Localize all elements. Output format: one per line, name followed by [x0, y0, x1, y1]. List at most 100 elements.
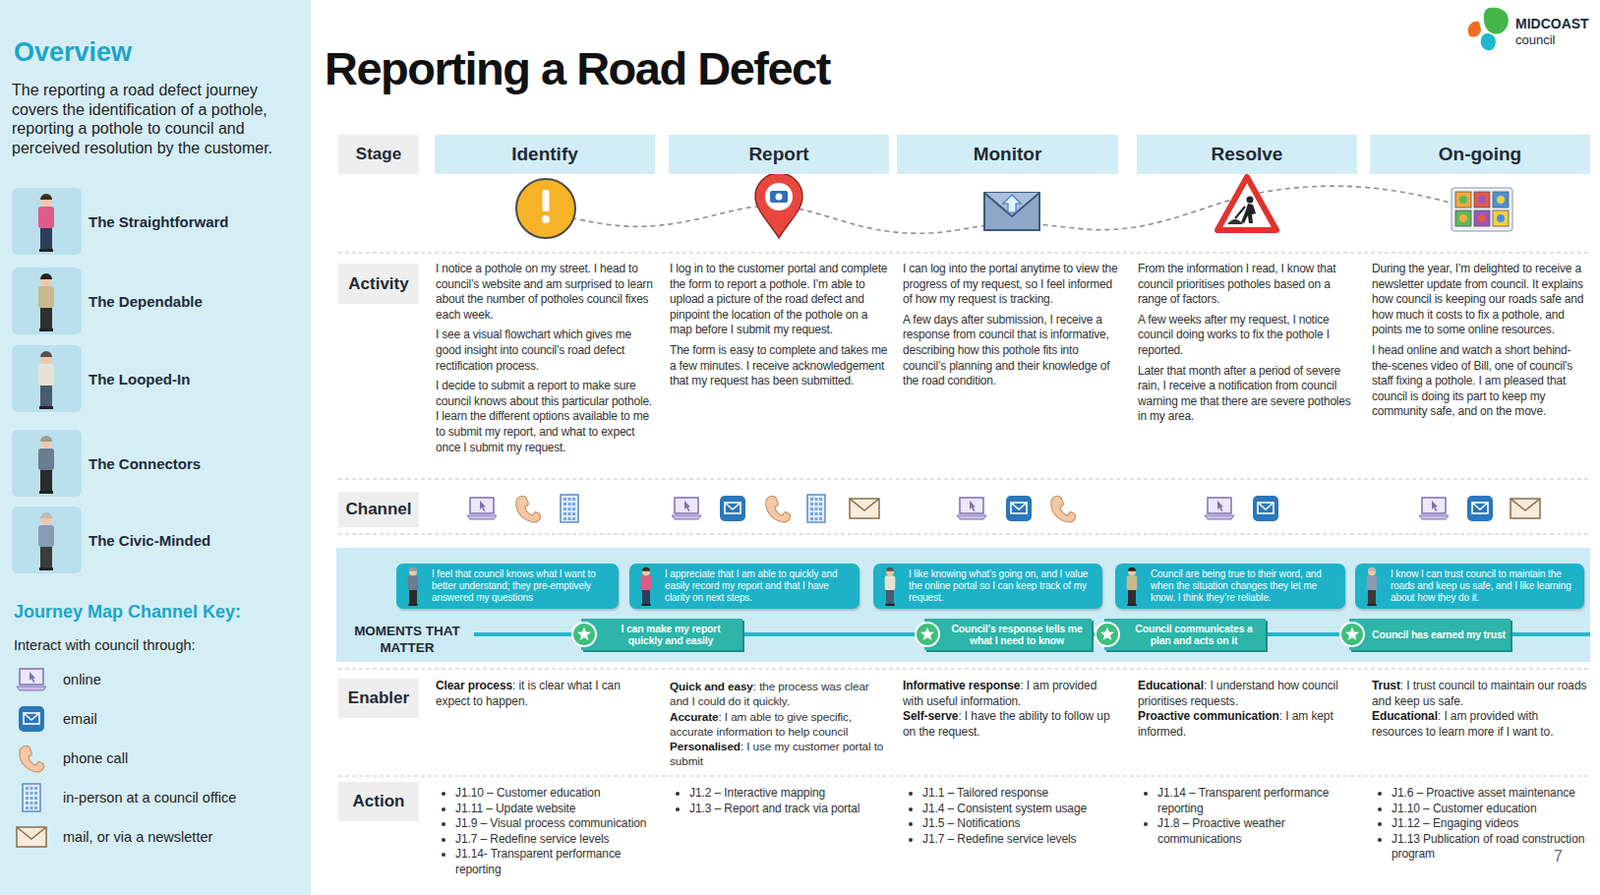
icon-part	[815, 507, 819, 511]
icon-part	[34, 786, 38, 790]
channel-icon	[1204, 497, 1235, 520]
activity-text: I log in to the customer portal and comp…	[669, 261, 889, 339]
badge-star	[920, 627, 935, 642]
portrait-ground	[11, 267, 82, 335]
channel-icon	[807, 494, 826, 523]
figure-part	[886, 567, 894, 576]
icon-part	[541, 215, 550, 224]
icon-part	[819, 517, 823, 521]
row-header: Enabler	[338, 678, 419, 718]
icon-part	[819, 512, 823, 516]
enabler-name: Educational	[1137, 678, 1204, 693]
figure-part	[409, 567, 417, 572]
act-block: During the year, I’m delighted to receiv…	[1371, 261, 1589, 420]
icon-part	[572, 507, 576, 511]
row-separator	[338, 252, 1591, 254]
row-title: Activity	[348, 274, 409, 295]
figure-part	[886, 567, 894, 572]
figure-part	[886, 589, 894, 605]
figure-part	[642, 567, 651, 576]
enabler-text: Accurate: I am able to give specific, ac…	[669, 709, 889, 740]
quote-bubble: I appreciate that I am able to quickly a…	[629, 563, 860, 609]
badge-circle	[1340, 622, 1364, 647]
enab-block: Trust: I trust council to maintain our r…	[1371, 678, 1589, 740]
icon-part	[563, 502, 567, 506]
icon-part	[1478, 214, 1486, 223]
icon-part	[572, 512, 576, 516]
legend-row: email	[13, 699, 237, 739]
keyh-block: Journey Map Channel Key:	[13, 601, 241, 623]
action-item: J1.14- Transparent performance reporting	[455, 846, 656, 878]
icon-part	[1006, 495, 1032, 522]
panel-heading: Overview	[13, 37, 132, 68]
enabler-name: Accurate	[669, 710, 719, 723]
activity-text: I decide to submit a report to make sure…	[435, 378, 654, 456]
icon-part	[724, 502, 741, 514]
icon-part	[849, 498, 880, 519]
icon-part	[819, 502, 823, 506]
icon-part	[1496, 214, 1505, 223]
figure-part	[38, 525, 55, 547]
channel-icon	[18, 706, 45, 732]
action-item: J1.9 – Visual process communication	[455, 816, 656, 832]
icon-part	[25, 786, 29, 790]
action-item: J1.12 – Engaging videos	[1391, 816, 1591, 832]
moment-text: I can make my report quickly and easily	[602, 622, 739, 647]
row-separator	[338, 533, 1591, 535]
moment-badge: Council has earned my trust	[1349, 618, 1511, 651]
quote-text: I like knowing what’s going on, and I va…	[908, 568, 1097, 604]
activity-text: During the year, I’m delighted to receiv…	[1371, 261, 1589, 339]
icon-part	[1010, 502, 1027, 510]
icon-part	[23, 712, 40, 724]
row-separator	[338, 775, 1591, 777]
icon-part	[1207, 497, 1232, 514]
enab-block: Educational: I understand how council pr…	[1137, 678, 1357, 740]
figure-part	[40, 513, 53, 526]
figure-part	[641, 603, 651, 606]
legend-swatch	[13, 741, 50, 775]
stage-icon	[516, 178, 576, 238]
moment-text: Council communicates a plan and acts on …	[1125, 622, 1262, 647]
channel-icon	[1510, 498, 1541, 519]
quote-text: Council are being true to their word, an…	[1150, 568, 1340, 604]
icon-part	[969, 500, 976, 512]
enabler-detail: : I trust council to maintain our roads …	[1371, 678, 1587, 709]
figure-part	[40, 226, 53, 250]
row-header: Stage	[338, 134, 419, 175]
channel-icon	[467, 497, 497, 520]
icon-part	[1467, 495, 1493, 522]
icon-part	[568, 502, 572, 506]
icon-part	[1217, 177, 1277, 231]
icon-part	[1241, 203, 1256, 224]
icon-part	[563, 507, 567, 511]
channel-icon	[1467, 495, 1493, 522]
icon-part	[572, 497, 576, 501]
icon-part	[470, 497, 494, 514]
figure-part	[40, 193, 53, 200]
enabler-text: Self-serve: I have the ability to follow…	[902, 709, 1120, 740]
stage-title: On-going	[1438, 143, 1522, 166]
icon-part	[25, 791, 29, 795]
figure-part	[885, 603, 894, 606]
icon-part	[30, 786, 34, 790]
figure-part	[39, 248, 54, 252]
icon-part	[16, 827, 47, 847]
persona-portrait	[11, 267, 82, 335]
action-item: J1.11 – Update website	[455, 801, 656, 818]
persona-portrait	[11, 345, 82, 413]
icon-part	[1474, 210, 1490, 227]
persona-card: The Connectors	[11, 429, 299, 497]
icon-part	[1496, 195, 1505, 204]
quote-portrait	[1119, 565, 1145, 607]
figure-part	[40, 436, 53, 449]
figure-part	[40, 351, 53, 357]
channel-icon	[16, 827, 47, 847]
icon-part	[568, 497, 572, 501]
row-separator	[338, 668, 1591, 670]
figure-part	[40, 274, 53, 287]
icon-part	[572, 502, 576, 506]
figure-part	[38, 448, 55, 471]
legend-swatch	[13, 820, 50, 854]
quote-portrait	[400, 565, 426, 607]
icon-part	[815, 497, 819, 501]
